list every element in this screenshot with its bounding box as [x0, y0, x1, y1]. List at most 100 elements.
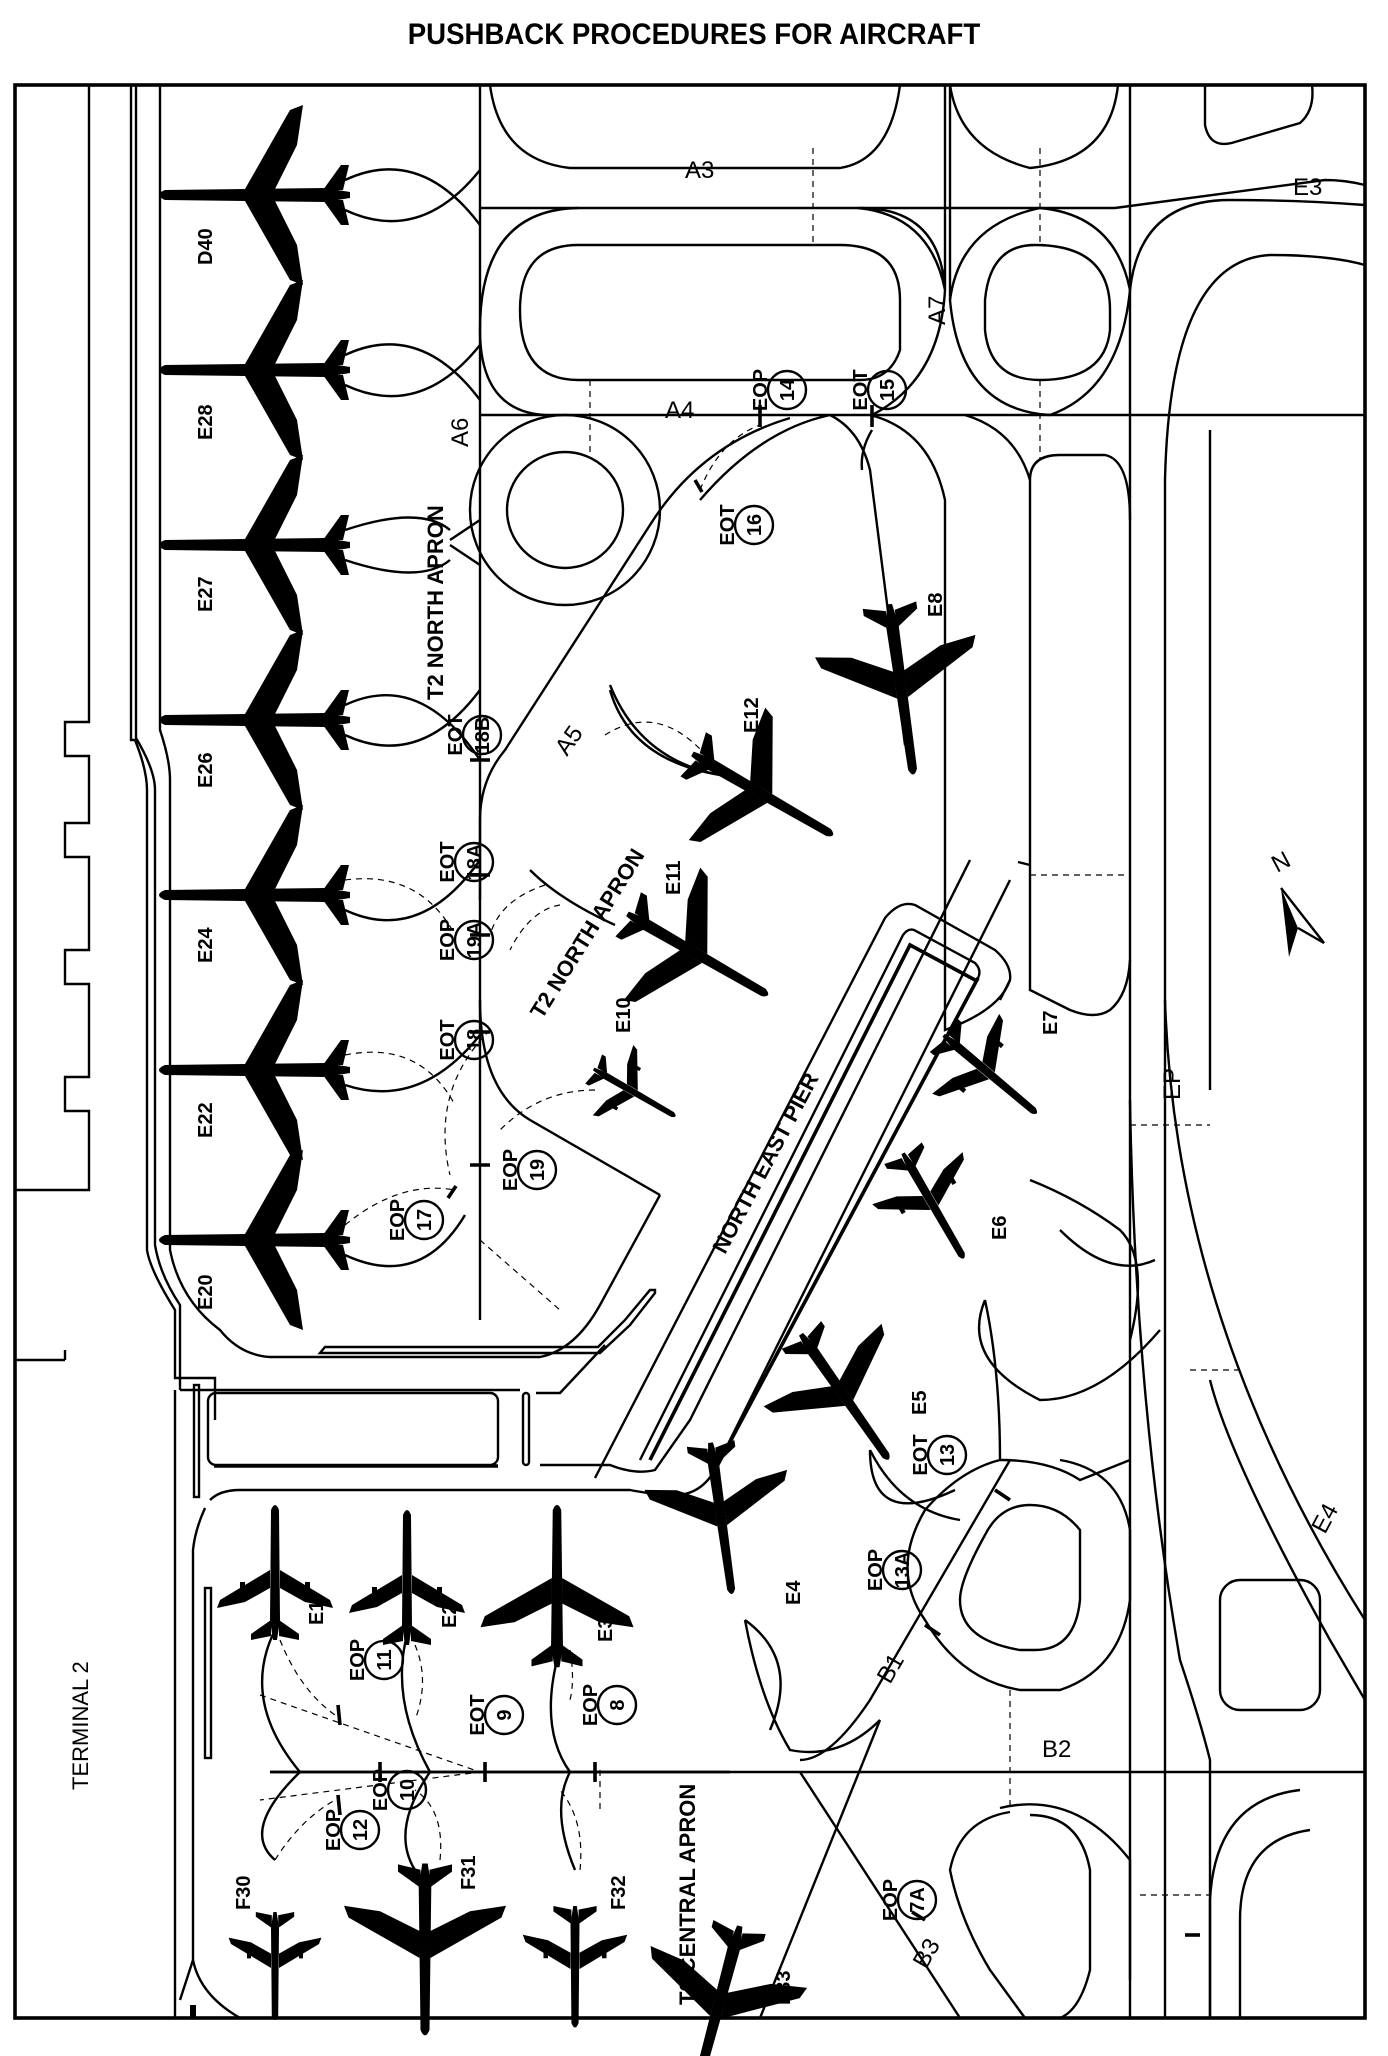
stand-label-e8: E8 — [925, 593, 947, 617]
stand-label-e27: E27 — [195, 576, 217, 612]
aircraft-d40 — [158, 104, 351, 286]
taxiway-a5-diagonal — [478, 416, 791, 821]
point-type-label: EOT — [437, 1019, 459, 1060]
point-number-circle — [339, 1809, 381, 1851]
loop-east-circle — [983, 243, 1112, 382]
point-type-label: EOP — [370, 1769, 392, 1811]
point-number-label: 16 — [744, 514, 766, 536]
point-number-circle — [453, 1019, 495, 1061]
stand-label-e28: E28 — [195, 404, 217, 440]
taxiway-a3-upper — [488, 84, 902, 170]
north-arrow-icon: N — [1267, 846, 1325, 957]
stand-label-e20: E20 — [195, 1274, 217, 1310]
stand-label-f32: F32 — [608, 1876, 630, 1910]
aircraft-e6 — [857, 1126, 1010, 1286]
stand-label-e5: E5 — [909, 1391, 931, 1415]
diagram-title: PUSHBACK PROCEDURES FOR AIRCRAFT — [407, 18, 981, 51]
point-number-label: 7A — [907, 1887, 929, 1913]
point-type-label: EOP — [580, 1684, 602, 1726]
stand-label-f31: F31 — [458, 1856, 480, 1890]
stand-label-e6: E6 — [989, 1216, 1011, 1240]
taxiway-label-b3: B3 — [908, 1934, 946, 1973]
point-number-circle — [453, 919, 495, 961]
point-number-circle — [596, 1684, 638, 1726]
point-type-label: EOP — [880, 1879, 902, 1921]
point-number-label: 15 — [877, 379, 899, 401]
point-number-circle — [403, 1199, 445, 1241]
point-number-circle — [926, 1434, 968, 1476]
point-number-circle — [733, 504, 775, 546]
point-type-label: EOP — [387, 1199, 409, 1241]
aircraft-e20 — [158, 1149, 351, 1331]
point-number-label: 19 — [527, 1159, 549, 1181]
point-number-label: 13A — [892, 1552, 914, 1589]
point-number-label: 13 — [937, 1444, 959, 1466]
connector-building — [206, 1391, 500, 1467]
diagram-frame — [13, 83, 1367, 2020]
point-number-label: 19A — [464, 922, 486, 959]
point-number-label: 11 — [374, 1649, 396, 1670]
point-number-circle — [363, 1639, 405, 1681]
point-type-label: EOT — [910, 1434, 932, 1475]
service-road-outer — [129, 85, 217, 1420]
aircraft-f30 — [228, 1911, 322, 2021]
point-number-label: 18 — [464, 1029, 486, 1051]
stand-label-f30: F30 — [233, 1876, 255, 1910]
aircraft-e28 — [158, 279, 351, 461]
point-number-label: 18B — [472, 717, 494, 754]
taxiway-label-a6: A6 — [447, 418, 474, 447]
stand-label-e22: E22 — [195, 1102, 217, 1138]
label-terminal-2: TERMINAL 2 — [68, 1661, 93, 1790]
point-number-label: 18A — [464, 844, 486, 881]
stand-label-e7: E7 — [1040, 1011, 1062, 1035]
point-type-label: EOP — [347, 1639, 369, 1681]
stand-label-e1: E1 — [306, 1601, 328, 1625]
point-number-circle — [453, 841, 495, 883]
point-number-label: 10 — [397, 1779, 419, 1801]
point-number-label: 12 — [350, 1819, 372, 1841]
point-number-label: 8 — [607, 1699, 629, 1710]
point-type-label: EOT — [850, 369, 872, 410]
aircraft-e24 — [158, 804, 351, 986]
point-type-label: EOT — [445, 714, 467, 755]
stand-label-f33: F33 — [773, 1971, 795, 2005]
label-t2-central-apron: T2 CENTRAL APRON — [675, 1784, 700, 2005]
point-type-label: EOT — [717, 504, 739, 545]
point-type-label: EOT — [467, 1694, 489, 1735]
label-t2-north-apron-upper: T2 NORTH APRON — [423, 505, 448, 700]
stand-label-e10: E10 — [613, 997, 635, 1033]
point-number-circle — [896, 1879, 938, 1921]
loop-a3-a4 — [478, 206, 902, 417]
point-type-label: EOP — [865, 1549, 887, 1591]
aircraft-e27 — [158, 454, 351, 636]
roundabout-a4-inner — [505, 450, 625, 570]
stand-label-e24: E24 — [195, 927, 217, 963]
stand-label-e26: E26 — [195, 752, 217, 788]
point-number-label: 14 — [777, 378, 799, 401]
stand-label-e3: E3 — [595, 1618, 617, 1642]
terminal-building-outline — [15, 85, 91, 1192]
point-number-circle — [881, 1549, 923, 1591]
taxiway-label-e3: E3 — [1293, 174, 1322, 201]
point-type-label: EOP — [323, 1809, 345, 1851]
stop-bars — [336, 405, 1200, 1937]
point-type-label: EOT — [437, 841, 459, 882]
stand-label-e11: E11 — [663, 861, 685, 895]
point-number-circle — [483, 1694, 525, 1736]
aircraft-e8 — [808, 592, 995, 787]
north-label: N — [1267, 846, 1295, 878]
aircraft-f32 — [522, 1905, 628, 2029]
north-east-pier-outer — [593, 902, 1012, 1479]
